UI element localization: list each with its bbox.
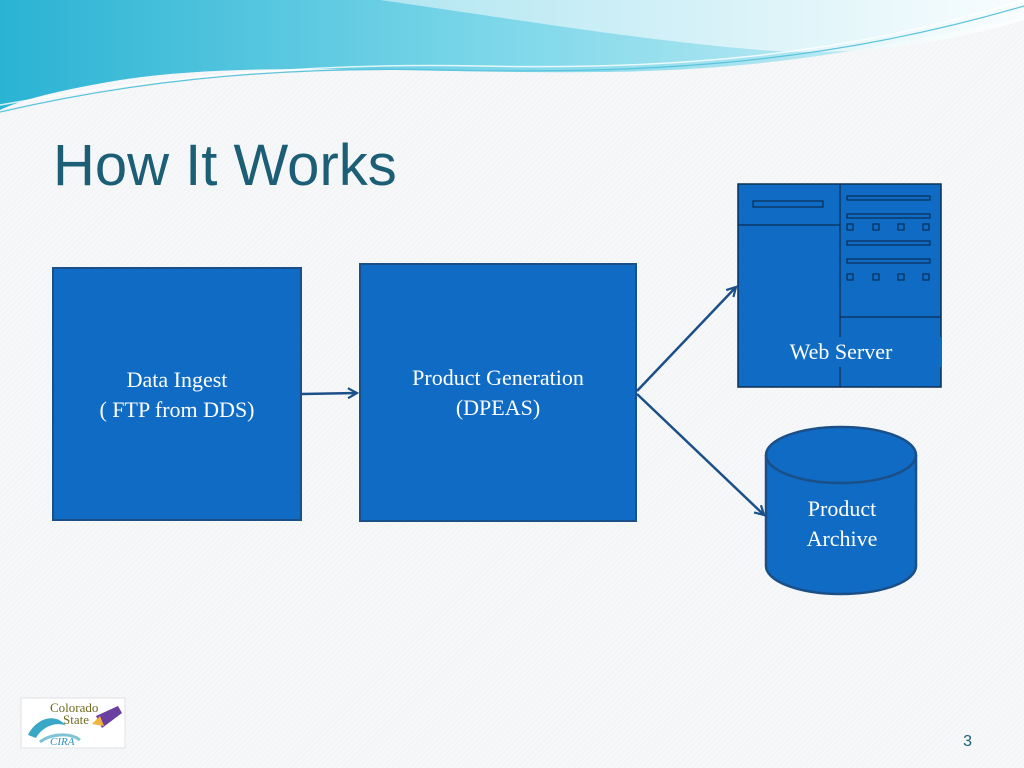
product-generation-box: Product Generation (DPEAS) bbox=[359, 263, 637, 522]
data-ingest-subtitle: ( FTP from DDS) bbox=[99, 397, 255, 422]
product-archive-line-2: Archive bbox=[806, 526, 878, 551]
logo-text-cira: CIRA bbox=[50, 736, 75, 748]
web-server-label: Web Server bbox=[740, 337, 942, 367]
header-wave-decoration bbox=[0, 0, 1024, 113]
arrow-generation-to-webserver bbox=[636, 287, 736, 392]
product-archive-label: Product Archive bbox=[766, 494, 918, 554]
cira-logo: Colorado State CIRA bbox=[20, 697, 126, 749]
logo-text-state: State bbox=[63, 712, 89, 727]
page-number: 3 bbox=[963, 733, 972, 750]
arrow-generation-to-archive bbox=[636, 393, 764, 515]
data-ingest-title: Data Ingest bbox=[126, 367, 228, 392]
product-archive-line-1: Product bbox=[807, 496, 877, 521]
logo-text-colorado: Colorado bbox=[50, 700, 98, 715]
arrow-ingest-to-generation bbox=[301, 393, 357, 394]
product-generation-subtitle: (DPEAS) bbox=[455, 395, 541, 420]
slide-title: How It Works bbox=[53, 133, 397, 198]
product-archive-cylinder bbox=[764, 425, 918, 596]
data-ingest-box: Data Ingest ( FTP from DDS) bbox=[52, 267, 302, 521]
product-generation-title: Product Generation bbox=[412, 365, 584, 390]
